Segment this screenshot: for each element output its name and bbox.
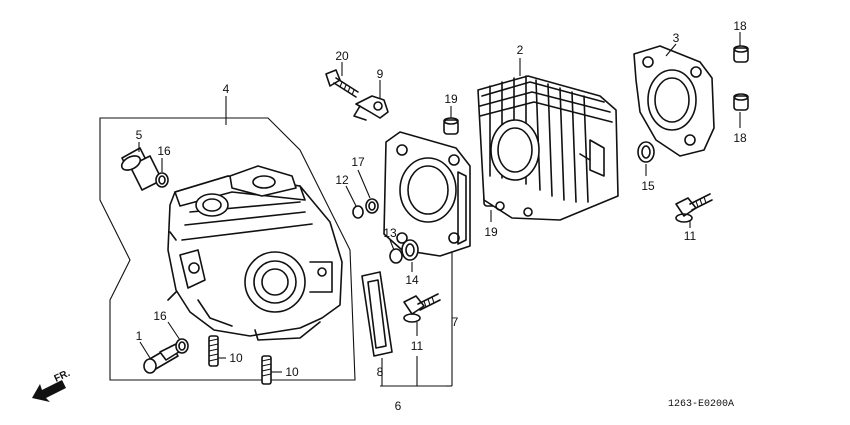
leader-lines: [138, 32, 741, 387]
callout-15: 15: [641, 179, 655, 193]
stud-10-b: [261, 355, 272, 385]
front-arrow-icon: [32, 380, 66, 402]
o-ring-13: [389, 248, 403, 264]
callout-18-upper: 18: [733, 19, 747, 33]
callout-labels: 4 5 16 1 16 10 10 20 9 12 17 13 14 11 7 …: [136, 19, 747, 413]
callout-3: 3: [673, 31, 680, 45]
cylinder-2: [477, 75, 619, 221]
diagram-reference-code: 1263-E0200A: [668, 399, 734, 410]
callout-10-a: 10: [229, 351, 243, 365]
callout-19-upper: 19: [444, 92, 458, 106]
callout-2: 2: [517, 43, 524, 57]
head-gasket-7: [383, 131, 471, 257]
callout-16-lower: 16: [153, 309, 167, 323]
callout-4: 4: [223, 82, 230, 96]
callout-11-center: 11: [411, 339, 424, 353]
callout-18-lower: 18: [733, 131, 747, 145]
callout-6: 6: [395, 399, 402, 413]
callout-11-right: 11: [684, 229, 697, 243]
group-bracket-outline: [99, 117, 356, 381]
clamp-9: [353, 95, 389, 121]
nipple-fitting: [120, 147, 163, 191]
callout-5: 5: [136, 128, 143, 142]
o-ring-15: [637, 141, 655, 163]
seal-12: [352, 205, 364, 219]
callout-10-b: 10: [285, 365, 299, 379]
cylinder-head: [167, 165, 343, 341]
callout-13: 13: [383, 226, 397, 240]
stud-10-a: [208, 335, 219, 367]
seal-17: [365, 198, 379, 214]
dowel-18-lower: [733, 93, 749, 111]
dowel-18-upper: [733, 45, 749, 63]
callout-16-upper: 16: [157, 144, 171, 158]
callout-8: 8: [377, 365, 384, 379]
callout-12: 12: [335, 173, 349, 187]
callout-17: 17: [351, 155, 365, 169]
front-direction-indicator: FR.: [32, 368, 72, 402]
callout-9: 9: [377, 67, 384, 81]
callout-19-lower: 19: [484, 225, 498, 239]
washer-16-lower: [175, 338, 189, 354]
gasket-8: [361, 271, 393, 357]
washer-16-upper: [155, 172, 169, 188]
callout-20: 20: [335, 49, 349, 63]
seal-14: [401, 239, 419, 261]
front-direction-label: FR.: [53, 368, 72, 385]
bolt-11-center: [403, 293, 441, 323]
bolt-20: [325, 69, 359, 98]
dowel-19-upper: [443, 117, 459, 135]
callout-7: 7: [452, 315, 459, 329]
callout-1: 1: [136, 329, 143, 343]
base-gasket-3: [633, 45, 715, 157]
callout-14: 14: [405, 273, 419, 287]
bolt-11-right: [675, 193, 713, 223]
